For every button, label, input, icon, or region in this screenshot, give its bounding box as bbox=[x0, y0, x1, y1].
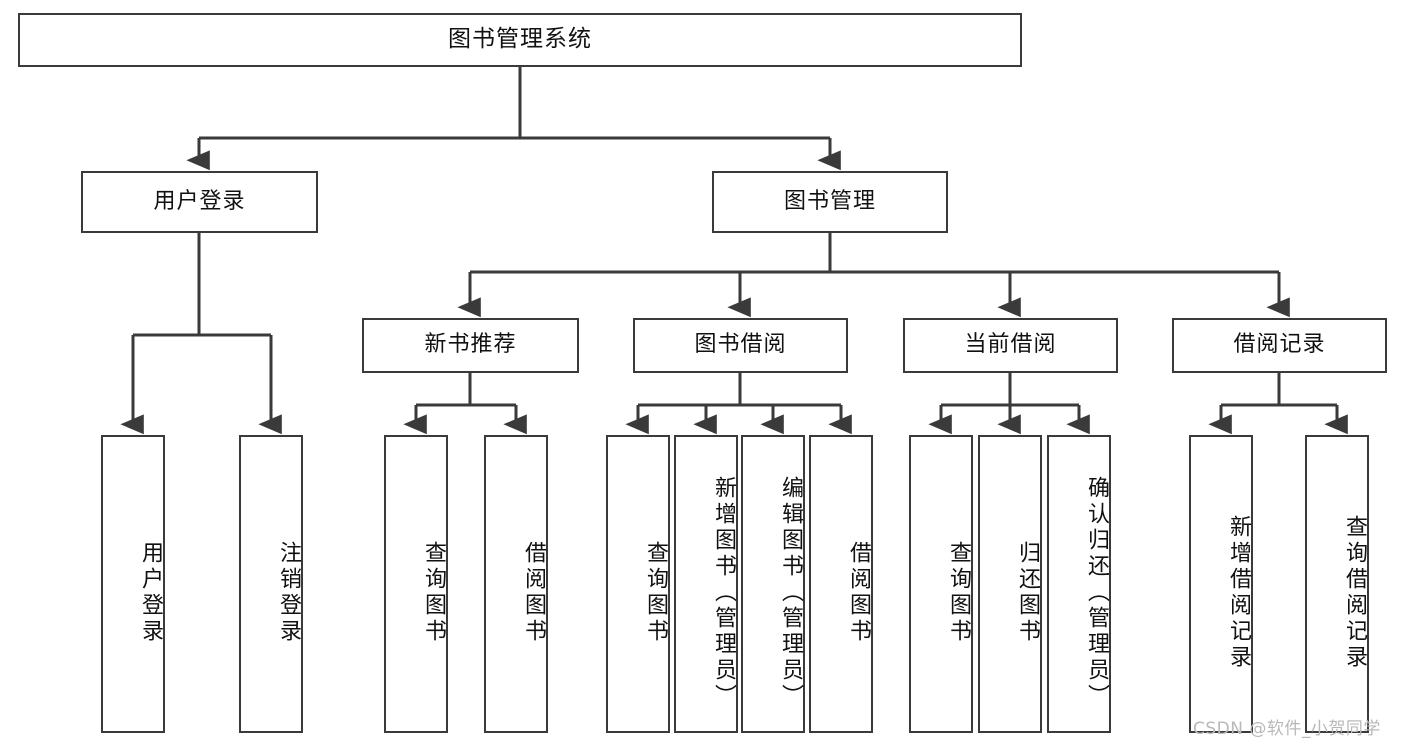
leaf-query-book-3[interactable]: 查询图书 bbox=[909, 435, 973, 733]
leaf-add-record[interactable]: 新增借阅记录 bbox=[1189, 435, 1253, 733]
leaf-query-book-2[interactable]: 查询图书 bbox=[606, 435, 670, 733]
leaf-user-login[interactable]: 用户登录 bbox=[101, 435, 165, 733]
node-new-book-recommend[interactable]: 新书推荐 bbox=[362, 318, 579, 373]
leaf-edit-book[interactable]: 编辑图书（管理员） bbox=[741, 435, 805, 733]
leaf-query-record[interactable]: 查询借阅记录 bbox=[1305, 435, 1369, 733]
node-root-system[interactable]: 图书管理系统 bbox=[18, 13, 1022, 67]
leaf-query-book-1[interactable]: 查询图书 bbox=[384, 435, 448, 733]
csdn-watermark: CSDN @软件_小贺同学 bbox=[1193, 719, 1381, 739]
node-current-borrow[interactable]: 当前借阅 bbox=[903, 318, 1118, 373]
leaf-return-book[interactable]: 归还图书 bbox=[978, 435, 1042, 733]
node-user-login[interactable]: 用户登录 bbox=[81, 171, 318, 233]
leaf-logout-login[interactable]: 注销登录 bbox=[239, 435, 303, 733]
leaf-borrow-book-1[interactable]: 借阅图书 bbox=[484, 435, 548, 733]
node-book-manage[interactable]: 图书管理 bbox=[712, 171, 948, 233]
leaf-borrow-book-2[interactable]: 借阅图书 bbox=[809, 435, 873, 733]
leaf-add-book[interactable]: 新增图书（管理员） bbox=[674, 435, 738, 733]
node-book-borrow[interactable]: 图书借阅 bbox=[633, 318, 848, 373]
leaf-confirm-return[interactable]: 确认归还（管理员） bbox=[1047, 435, 1111, 733]
node-borrow-record[interactable]: 借阅记录 bbox=[1172, 318, 1387, 373]
